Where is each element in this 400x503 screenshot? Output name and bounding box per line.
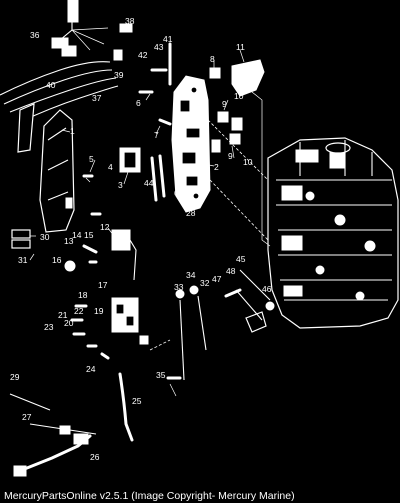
callout-10: 10 — [234, 91, 244, 101]
ignition-module — [111, 147, 149, 345]
callout-25: 25 — [132, 396, 142, 406]
callout-18: 18 — [78, 290, 88, 300]
callout-15: 15 — [84, 230, 94, 240]
electrical-cover — [39, 109, 75, 233]
callout-40: 40 — [46, 80, 56, 90]
callout-37: 37 — [92, 93, 102, 103]
callout-5: 5 — [89, 154, 94, 164]
callout-26: 26 — [90, 452, 100, 462]
engine-block — [267, 137, 399, 329]
callout-17: 17 — [98, 280, 108, 290]
callout-10b: 10 — [243, 157, 253, 167]
callout-9: 9 — [222, 99, 227, 109]
callout-39: 39 — [114, 70, 124, 80]
callout-9b: 9 — [228, 151, 233, 161]
linkage-rods — [118, 269, 271, 442]
callout-1: 1 — [70, 126, 75, 136]
callout-31: 31 — [18, 255, 28, 265]
callout-32: 32 — [200, 278, 210, 288]
callout-23: 23 — [44, 322, 54, 332]
callout-47: 47 — [212, 274, 222, 284]
mounting-plate — [171, 75, 269, 241]
callout-38: 38 — [125, 16, 135, 26]
callout-42: 42 — [138, 50, 148, 60]
callout-6c: 6 — [174, 188, 179, 198]
copyright-caption: MercuryPartsOnline v2.5.1 (Image Copyrig… — [4, 490, 295, 502]
fasteners — [64, 42, 275, 380]
callout-30: 30 — [40, 232, 50, 242]
callout-12: 12 — [100, 222, 110, 232]
callout-6b: 6 — [136, 98, 141, 108]
callout-7: 7 — [154, 130, 159, 140]
callout-14: 14 — [72, 230, 82, 240]
callout-46: 46 — [262, 284, 272, 294]
callout-21: 21 — [58, 310, 68, 320]
callout-43: 43 — [154, 42, 164, 52]
labels-30-31 — [11, 229, 31, 249]
callout-48: 48 — [226, 266, 236, 276]
callout-2: 2 — [214, 162, 219, 172]
callout-24: 24 — [86, 364, 96, 374]
callout-11: 11 — [236, 42, 245, 52]
callout-44: 44 — [144, 178, 154, 188]
leader-lines — [29, 49, 245, 397]
callout-19: 19 — [94, 306, 104, 316]
callout-22: 22 — [74, 306, 84, 316]
callout-20: 20 — [64, 318, 74, 328]
wiring-harness — [0, 0, 133, 153]
callout-34: 34 — [186, 270, 196, 280]
callout-28: 28 — [186, 208, 196, 218]
callout-27: 27 — [22, 412, 32, 422]
callout-41: 41 — [163, 34, 173, 44]
callout-29: 29 — [10, 372, 20, 382]
callout-33: 33 — [174, 282, 184, 292]
callout-4: 4 — [108, 162, 113, 172]
callout-13: 13 — [64, 236, 74, 246]
callout-16: 16 — [52, 255, 62, 265]
lower-harness — [9, 393, 97, 477]
parts-diagram: 6 38 36 41 43 42 11 8 39 40 37 6 9 10 1 … — [0, 0, 399, 477]
relay-bracket — [209, 59, 271, 247]
callout-45: 45 — [236, 254, 246, 264]
callout-6: 6 — [69, 4, 74, 14]
callout-36: 36 — [30, 30, 40, 40]
callout-3: 3 — [118, 180, 123, 190]
callout-35: 35 — [156, 370, 166, 380]
callout-labels: 6 38 36 41 43 42 11 8 39 40 37 6 9 10 1 … — [10, 4, 272, 462]
callout-8: 8 — [210, 54, 215, 64]
